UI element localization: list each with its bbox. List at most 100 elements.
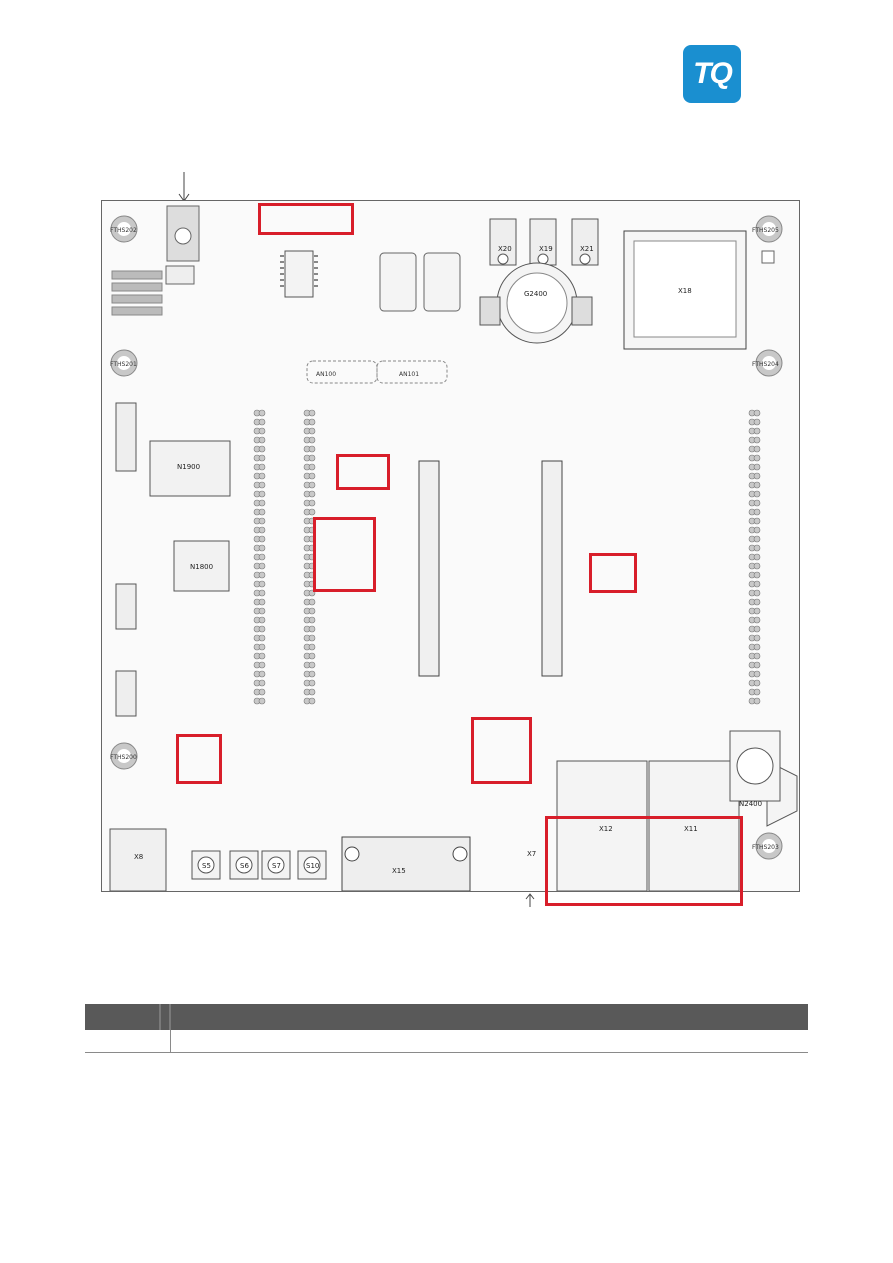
svg-text:X12: X12 — [599, 825, 613, 833]
header-pin — [753, 418, 761, 426]
svg-text:FTHS205: FTHS205 — [752, 227, 779, 234]
highlight-top-leds — [258, 203, 354, 235]
tq-logo: TQ — [683, 45, 741, 103]
header-pin — [753, 607, 761, 615]
header-pin — [258, 463, 266, 471]
header-pin — [753, 634, 761, 642]
header-pin — [308, 427, 316, 435]
table-header-left — [85, 1004, 161, 1030]
header-pin — [258, 517, 266, 525]
header-pin — [308, 688, 316, 696]
header-pin — [308, 598, 316, 606]
header-pin — [753, 481, 761, 489]
header-pin — [258, 688, 266, 696]
header-pin — [753, 625, 761, 633]
header-pin — [258, 571, 266, 579]
header-pin — [258, 679, 266, 687]
header-pin — [308, 652, 316, 660]
header-pin — [753, 688, 761, 696]
pcb-layout-diagram: FTHS202 FTHS205 FTHS201 FTHS204 FTHS200 … — [101, 200, 800, 892]
header-pin — [753, 490, 761, 498]
header-pin — [258, 409, 266, 417]
header-pin — [258, 490, 266, 498]
svg-text:S7: S7 — [272, 862, 281, 870]
svg-text:X7: X7 — [527, 850, 536, 858]
svg-text:X20: X20 — [498, 245, 512, 253]
header-pin — [258, 589, 266, 597]
header-pin — [258, 544, 266, 552]
header-pin — [308, 454, 316, 462]
svg-text:N1900: N1900 — [177, 463, 200, 471]
header-pin — [308, 625, 316, 633]
header-pin — [308, 634, 316, 642]
header-pin — [753, 517, 761, 525]
svg-text:FTHS204: FTHS204 — [752, 361, 779, 368]
header-pin — [308, 472, 316, 480]
header-pin — [753, 580, 761, 588]
header-pin — [258, 697, 266, 705]
header-pin — [308, 643, 316, 651]
svg-text:FTHS201: FTHS201 — [110, 361, 137, 368]
table-header-divider — [159, 1004, 172, 1030]
header-pin — [753, 436, 761, 444]
svg-text:X8: X8 — [134, 853, 143, 861]
header-pin — [308, 508, 316, 516]
header-pin — [308, 697, 316, 705]
header-pin — [258, 454, 266, 462]
header-pin — [753, 472, 761, 480]
svg-text:FTHS203: FTHS203 — [752, 844, 779, 851]
header-pin — [753, 508, 761, 516]
header-pin — [308, 463, 316, 471]
header-pin — [308, 490, 316, 498]
header-pin — [258, 499, 266, 507]
table-row — [85, 1030, 808, 1053]
header-pin — [753, 643, 761, 651]
header-pin — [258, 580, 266, 588]
header-pin — [258, 652, 266, 660]
header-pin — [258, 508, 266, 516]
header-pin — [753, 589, 761, 597]
arrow-down-icon — [178, 172, 190, 202]
svg-text:X18: X18 — [678, 287, 692, 295]
svg-text:X19: X19 — [539, 245, 553, 253]
svg-text:X21: X21 — [580, 245, 594, 253]
header-pin — [753, 562, 761, 570]
header-pin — [753, 445, 761, 453]
header-pin — [753, 697, 761, 705]
header-pin — [308, 661, 316, 669]
highlight-r2303 — [336, 454, 390, 490]
svg-text:N1800: N1800 — [190, 563, 213, 571]
header-pin — [258, 553, 266, 561]
svg-text:S6: S6 — [240, 862, 249, 870]
header-pin — [308, 418, 316, 426]
header-pin — [258, 607, 266, 615]
header-pin — [753, 535, 761, 543]
header-pin — [258, 472, 266, 480]
header-pin — [258, 634, 266, 642]
header-pin — [258, 616, 266, 624]
header-pin — [753, 544, 761, 552]
svg-text:G2400: G2400 — [524, 290, 547, 298]
header-pin — [308, 616, 316, 624]
header-pin — [753, 463, 761, 471]
header-pin — [753, 571, 761, 579]
table-cell — [85, 1030, 171, 1053]
header-pin — [753, 652, 761, 660]
header-pin — [258, 445, 266, 453]
header-pin — [308, 670, 316, 678]
mount-hole-br — [755, 832, 783, 860]
svg-text:FTHS202: FTHS202 — [110, 227, 137, 234]
header-pin — [753, 454, 761, 462]
header-pin — [258, 418, 266, 426]
info-table — [85, 1004, 808, 1053]
arrow-up-icon — [525, 893, 535, 907]
highlight-left-bottom — [176, 734, 222, 784]
svg-text:S5: S5 — [202, 862, 211, 870]
svg-text:N2400: N2400 — [739, 800, 762, 808]
header-pin — [258, 598, 266, 606]
header-pin — [308, 445, 316, 453]
header-pin — [258, 670, 266, 678]
header-pin — [753, 679, 761, 687]
header-pin — [258, 661, 266, 669]
svg-text:X15: X15 — [392, 867, 406, 875]
